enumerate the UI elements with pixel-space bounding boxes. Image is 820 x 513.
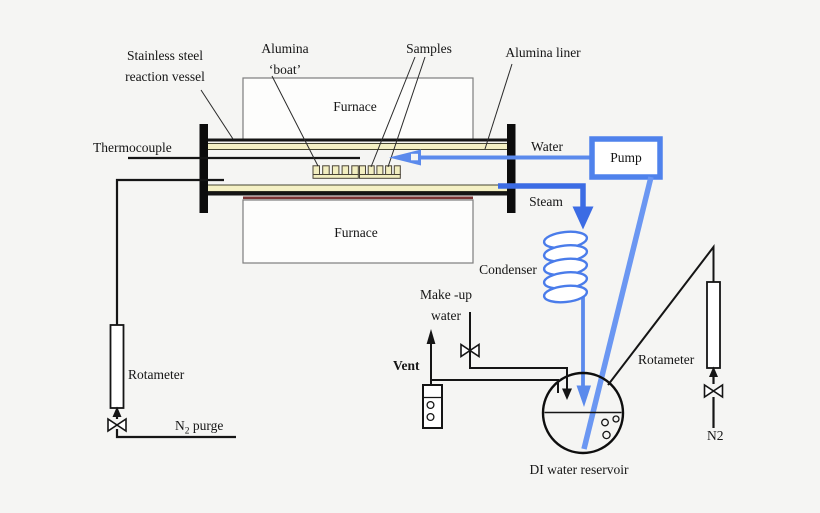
label-furnace-top: Furnace xyxy=(333,99,377,114)
label-condenser: Condenser xyxy=(479,262,537,277)
water-feed-line xyxy=(389,149,592,166)
reaction-vessel-tube xyxy=(199,124,516,213)
alumina-liner-bottom xyxy=(205,184,510,192)
label-stainless-steel-vessel: Stainless steel reaction vessel xyxy=(125,48,205,84)
label-furnace-bottom: Furnace xyxy=(334,225,378,240)
pump-box xyxy=(589,136,663,180)
leader-alumina-boat xyxy=(271,75,319,167)
vent-bubbler-vessel xyxy=(422,384,443,429)
furnace-top-block xyxy=(242,77,474,141)
water-arrow-icon xyxy=(389,149,421,166)
pump-suction-line xyxy=(581,176,654,450)
vent-arrow-icon xyxy=(426,329,436,344)
tube-top-wall xyxy=(203,138,512,142)
label-thermocouple: Thermocouple xyxy=(93,140,172,155)
alumina-boat-left xyxy=(312,165,359,179)
valve-icon-makeup xyxy=(460,343,480,358)
label-samples: Samples xyxy=(406,41,452,56)
flow-arrow-up-right xyxy=(709,366,718,377)
bubbler-bubbles xyxy=(426,400,435,422)
n2-sparge-circuit xyxy=(607,244,724,428)
label-steam: Steam xyxy=(529,194,563,209)
label-water: Water xyxy=(531,139,563,154)
flow-arrow-up-left xyxy=(112,406,122,417)
rotameter-right-body xyxy=(706,281,721,369)
valve-icon-n2-right xyxy=(703,383,724,399)
label-makeup-water: Make -up water xyxy=(419,287,473,323)
steam-line xyxy=(498,183,594,230)
leader-alumina-liner xyxy=(484,63,513,150)
n2-bubbles xyxy=(601,415,620,440)
makeup-arrow-icon xyxy=(562,388,572,400)
valve-icon-n2-purge xyxy=(107,417,127,433)
label-vent: Vent xyxy=(393,358,420,373)
label-rotameter-right: Rotameter xyxy=(638,352,695,367)
leader-samples-2 xyxy=(387,56,426,168)
rotameter-left-body xyxy=(109,324,125,409)
leader-samples-1 xyxy=(370,56,416,168)
tube-bottom-wall xyxy=(203,191,512,196)
alumina-liner-top xyxy=(205,143,510,150)
steam-arrow-icon xyxy=(572,206,594,230)
condenser-assembly xyxy=(542,230,591,407)
furnace-bottom-block xyxy=(242,199,474,264)
leader-reaction-vessel xyxy=(200,89,234,140)
label-pump: Pump xyxy=(610,150,642,165)
label-alumina-liner: Alumina liner xyxy=(505,45,581,60)
label-rotameter-left: Rotameter xyxy=(128,367,185,382)
condensate-arrow-icon xyxy=(576,385,591,407)
di-water-reservoir xyxy=(541,371,625,455)
vent-assembly xyxy=(422,329,559,429)
condenser-coil xyxy=(542,230,589,304)
label-leader-lines xyxy=(200,56,513,168)
tube-flange-left xyxy=(199,124,208,213)
label-di-water-reservoir: DI water reservoir xyxy=(529,462,629,477)
makeup-water-line xyxy=(460,312,572,400)
tube-flange-right xyxy=(507,124,516,213)
label-alumina-boat: Alumina ‘boat’ xyxy=(261,41,309,77)
alumina-boat-right xyxy=(359,165,401,179)
heater-strip xyxy=(243,196,473,200)
label-n2-right: N2 xyxy=(707,428,724,443)
label-n2-purge: N2 purge xyxy=(175,418,224,437)
n2-purge-circuit xyxy=(107,178,236,439)
